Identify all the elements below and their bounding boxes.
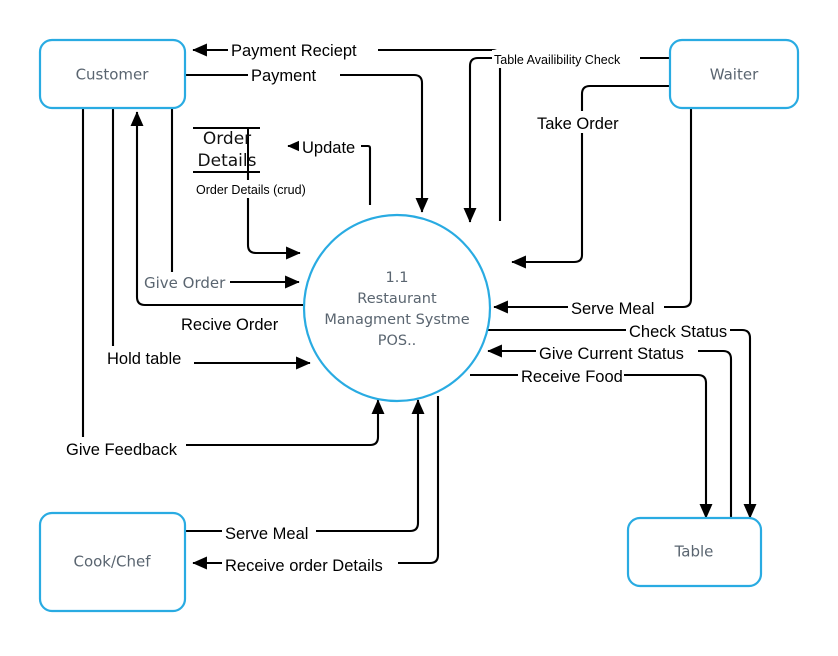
svg-text:Give Order: Give Order: [144, 274, 226, 292]
flow-label-payment-reciept: Payment Reciept: [228, 38, 378, 60]
flow-label-update: Update: [299, 135, 361, 157]
entity-cook-label: Cook/Chef: [73, 553, 151, 571]
entity-customer[interactable]: Customer: [38, 38, 187, 110]
flow-order-details-crud: [246, 172, 301, 260]
svg-text:Payment Reciept: Payment Reciept: [231, 42, 357, 60]
svg-text:Give Current Status: Give Current Status: [539, 345, 684, 363]
flow-recive-order: [130, 111, 303, 307]
flow-update: [287, 139, 372, 205]
flow-label-serve-meal-cook: Serve Meal: [222, 521, 316, 543]
svg-text:Payment: Payment: [251, 67, 317, 85]
svg-text:Table Availibility Check: Table Availibility Check: [494, 53, 621, 67]
flow-give-feedback: [81, 108, 385, 447]
flow-serve-meal-cook: [185, 399, 425, 533]
flow-table-availibility-check: [463, 56, 670, 223]
datastore-label-line2: Details: [198, 151, 257, 171]
flow-label-check-status: Check Status: [626, 319, 730, 341]
entity-cook-chef[interactable]: Cook/Chef: [38, 511, 187, 613]
flow-take-order: [511, 84, 670, 269]
datastore-label-line1: Order: [203, 129, 251, 149]
flow-label-payment: Payment: [248, 63, 340, 85]
process-restaurant-management-system[interactable]: 1.1 Restaurant Managment Systme POS..: [302, 213, 492, 403]
flow-give-current-status: [487, 344, 733, 518]
flow-receive-order-details: [192, 396, 440, 570]
entity-table[interactable]: Table: [626, 516, 763, 588]
svg-text:Hold table: Hold table: [107, 350, 181, 368]
svg-text:Recive Order: Recive Order: [181, 316, 279, 334]
process-id: 1.1: [385, 270, 408, 286]
flow-label-receive-order-details: Receive order Details: [222, 553, 398, 575]
flow-label-order-details-crud: Order Details (crud): [194, 180, 318, 198]
flow-label-give-feedback: Give Feedback: [64, 437, 186, 459]
entity-waiter[interactable]: Waiter: [668, 38, 800, 110]
flow-label-serve-meal-waiter: Serve Meal: [568, 296, 664, 318]
svg-text:Give Feedback: Give Feedback: [66, 441, 178, 459]
entity-customer-label: Customer: [76, 66, 150, 84]
flow-payment: [185, 73, 429, 213]
flow-label-receive-food: Receive Food: [518, 364, 624, 386]
entity-waiter-label: Waiter: [710, 66, 759, 84]
svg-text:Update: Update: [302, 139, 355, 157]
flow-label-give-current-status: Give Current Status: [536, 341, 698, 363]
process-name-line3: POS..: [378, 333, 417, 349]
svg-text:Check Status: Check Status: [629, 323, 727, 341]
flow-serve-meal-waiter: [493, 108, 693, 314]
flow-label-give-order: Give Order: [142, 272, 230, 293]
process-name-line2: Managment Systme: [324, 312, 469, 328]
svg-text:Order Details (crud): Order Details (crud): [196, 183, 306, 197]
svg-text:Receive Food: Receive Food: [521, 368, 623, 386]
svg-text:Take Order: Take Order: [537, 115, 619, 133]
flow-receive-food: [470, 373, 713, 519]
svg-text:Serve Meal: Serve Meal: [571, 300, 654, 318]
entity-table-label: Table: [674, 543, 714, 561]
flow-label-take-order: Take Order: [534, 111, 630, 133]
flow-check-status: [482, 328, 757, 519]
svg-text:Serve Meal: Serve Meal: [225, 525, 308, 543]
svg-text:Receive order Details: Receive order Details: [225, 557, 383, 575]
flow-label-recive-order: Recive Order: [178, 312, 300, 334]
flow-label-hold-table: Hold table: [104, 346, 194, 368]
datastore-order-details: Order Details: [193, 127, 260, 173]
flow-label-table-availibility-check: Table Availibility Check: [492, 50, 640, 68]
process-name-line1: Restaurant: [357, 291, 437, 307]
